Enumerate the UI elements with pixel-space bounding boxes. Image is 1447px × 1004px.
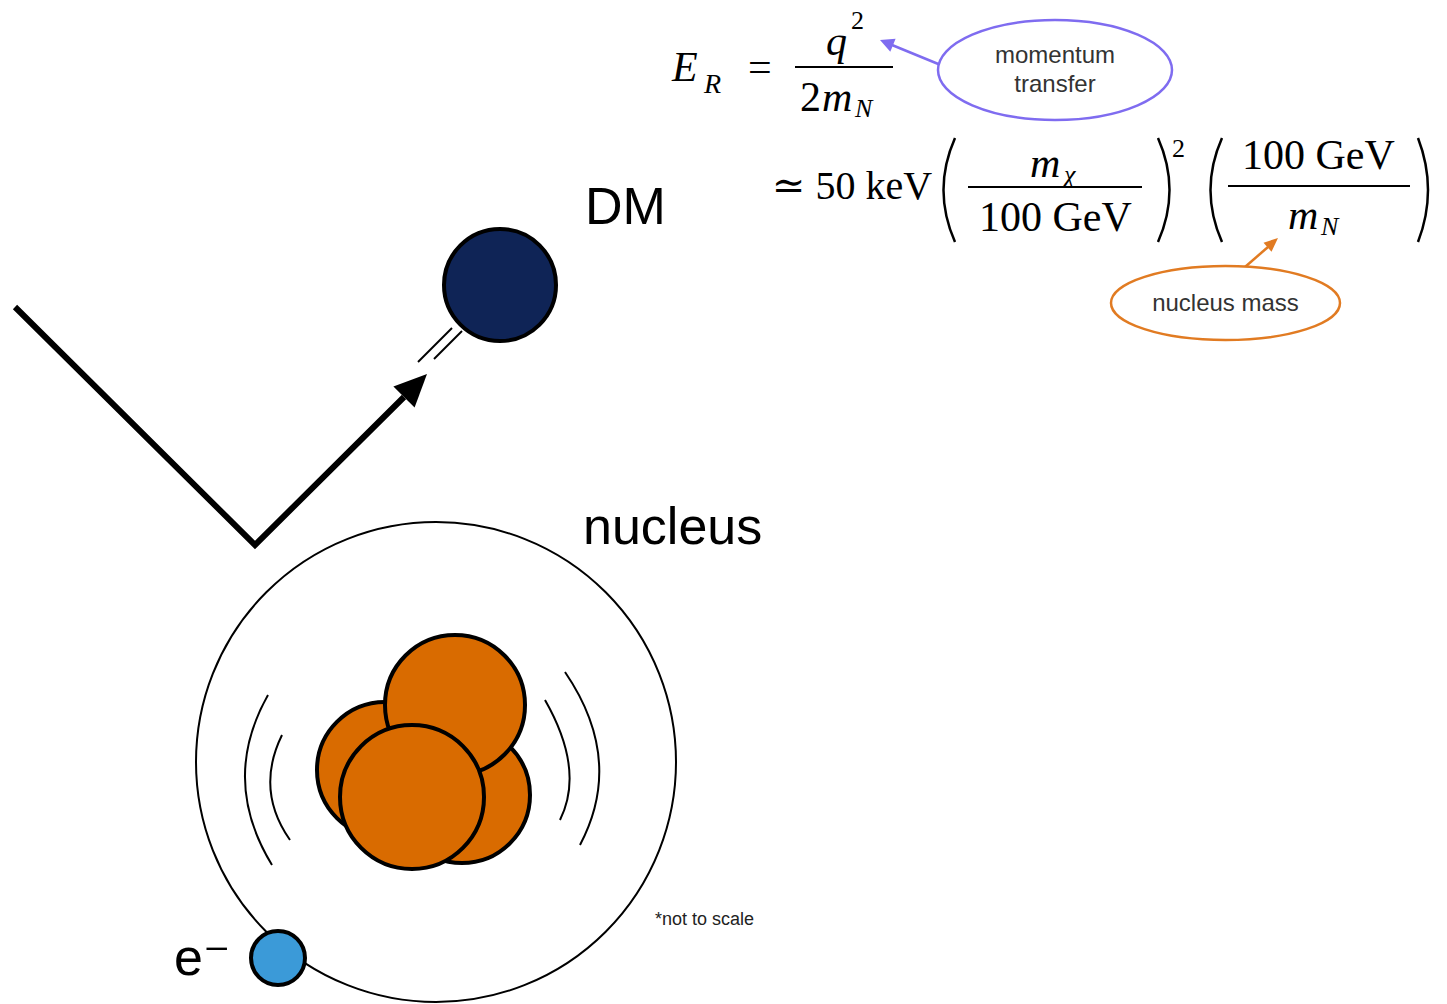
callout-ellipse: momentum transfer [936,18,1174,122]
parenthesis [944,138,956,242]
vibration-arc [245,695,272,865]
formula-text: 2 [1172,136,1185,162]
formula-text: N [1321,214,1338,240]
particle-circle [444,229,556,341]
leader-line [1245,247,1268,267]
orbit-circle [196,522,676,1002]
formula-text: 2 [851,8,864,34]
callout-text: nucleus mass [1152,289,1299,318]
electron: e⁻ [170,925,315,995]
nucleon [340,725,484,869]
dark-matter-particle: DM [440,170,690,350]
trajectory-arrowhead [393,374,427,408]
motion-line [434,331,462,359]
atom: nucleus [190,500,790,1004]
leader-arrowhead [880,39,896,52]
formula-text: 2 [800,76,821,118]
fraction-bar [795,66,893,68]
footnote: *not to scale [655,910,754,928]
callout-ellipse: nucleus mass [1109,264,1342,342]
formula-text: N [855,96,872,122]
formula-text: ≃ 50 keV [772,166,932,206]
fraction-bar [1228,185,1410,187]
parenthesis [1211,138,1223,242]
parenthesis [1418,138,1428,242]
callout-outline [938,20,1172,120]
object-label: DM [585,180,666,232]
formula-text: χ [1064,162,1075,188]
formula-text: R [704,70,721,98]
formula-text: m [1288,194,1318,236]
electron-circle [251,931,305,985]
vibration-arc [545,700,570,820]
formula-text: m [1030,142,1060,184]
leader-arrowhead [1264,238,1279,252]
formula-text: = [748,46,772,88]
parenthesis [1158,138,1170,242]
formula-text: m [822,76,852,118]
trajectory-line [15,307,404,545]
vibration-arc [270,735,290,840]
object-label: e⁻ [174,931,230,983]
vibration-arc [565,672,599,845]
callout-text: momentum transfer [980,41,1130,99]
formula-text: 100 GeV [1242,134,1395,176]
formula-text: 100 GeV [979,196,1132,238]
fraction-bar [968,186,1142,188]
object-label: nucleus [583,500,762,552]
node-shape [190,500,790,1004]
formula-text: q [826,20,847,62]
callout-outline [1111,266,1340,340]
formula-text: E [672,46,698,88]
